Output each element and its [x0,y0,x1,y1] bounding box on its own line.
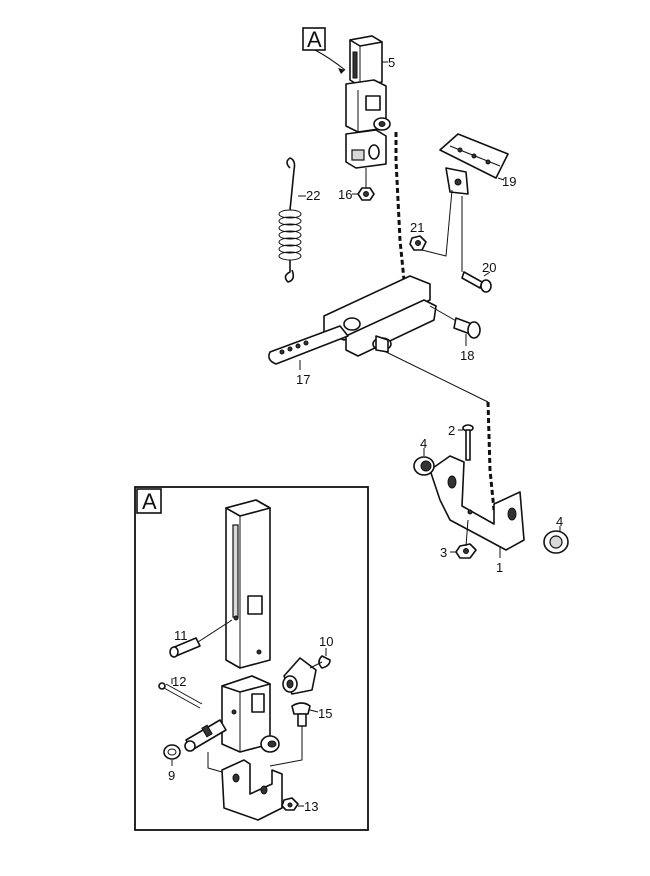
callout-17: 17 [296,372,310,387]
callout-4-left: 4 [420,436,427,451]
inset-detail-a: A 11 10 [134,486,369,831]
inset-part-13-nut: 13 [281,797,318,814]
callout-11: 11 [174,628,188,643]
callout-9: 9 [168,768,175,783]
part-4-bushing-right: 4 [543,514,569,554]
part-1-bracket: 1 [429,455,525,575]
part-2-bolt: 2 [448,423,474,461]
part-4-bushing-left: 4 [413,436,435,476]
inset-shaft [184,719,227,752]
callout-10: 10 [319,634,333,649]
part-21-nut: 21 [409,189,453,257]
part-18-bolt: 18 [429,305,481,363]
callout-3: 3 [440,545,447,560]
inset-part-9-ring: 9 [163,744,181,783]
inset-tall-tube [225,499,271,669]
part-22-spring: 22 [278,157,320,283]
callout-5: 5 [388,55,395,70]
callout-18: 18 [460,348,474,363]
callout-13: 13 [304,799,318,814]
part-16-nut: 16 [338,168,375,202]
part-3-nut: 3 [440,519,477,560]
callout-15: 15 [318,706,332,721]
callout-4-right: 4 [556,514,563,529]
view-callout-a: A [302,27,346,74]
assembly-line-thin [381,349,489,403]
view-callout-label: A [307,27,322,52]
callout-1: 1 [496,560,503,575]
inset-mid-tube [221,675,280,753]
inset-part-15-knob: 15 [269,702,332,767]
inset-part-10-clip: 10 [318,634,333,669]
inset-title: A [142,489,157,514]
inset-part-11-pin: 11 [169,619,233,658]
part-17-lever: 17 [268,275,437,387]
callout-21: 21 [410,220,424,235]
assembly-line-upper [394,132,408,301]
inset-cam-block [282,657,323,695]
part-5-tube-assembly: 5 [345,35,395,169]
part-20-bolt: 20 [461,196,496,293]
callout-12: 12 [172,674,186,689]
inset-lower-bracket [207,752,283,821]
inset-part-12-bolt: 12 [158,674,203,709]
callout-2: 2 [448,423,455,438]
part-19-pedal: 19 [439,133,516,195]
assembly-line-lower [486,401,496,511]
callout-19: 19 [502,174,516,189]
callout-20: 20 [482,260,496,275]
callout-22: 22 [306,188,320,203]
callout-16: 16 [338,187,352,202]
